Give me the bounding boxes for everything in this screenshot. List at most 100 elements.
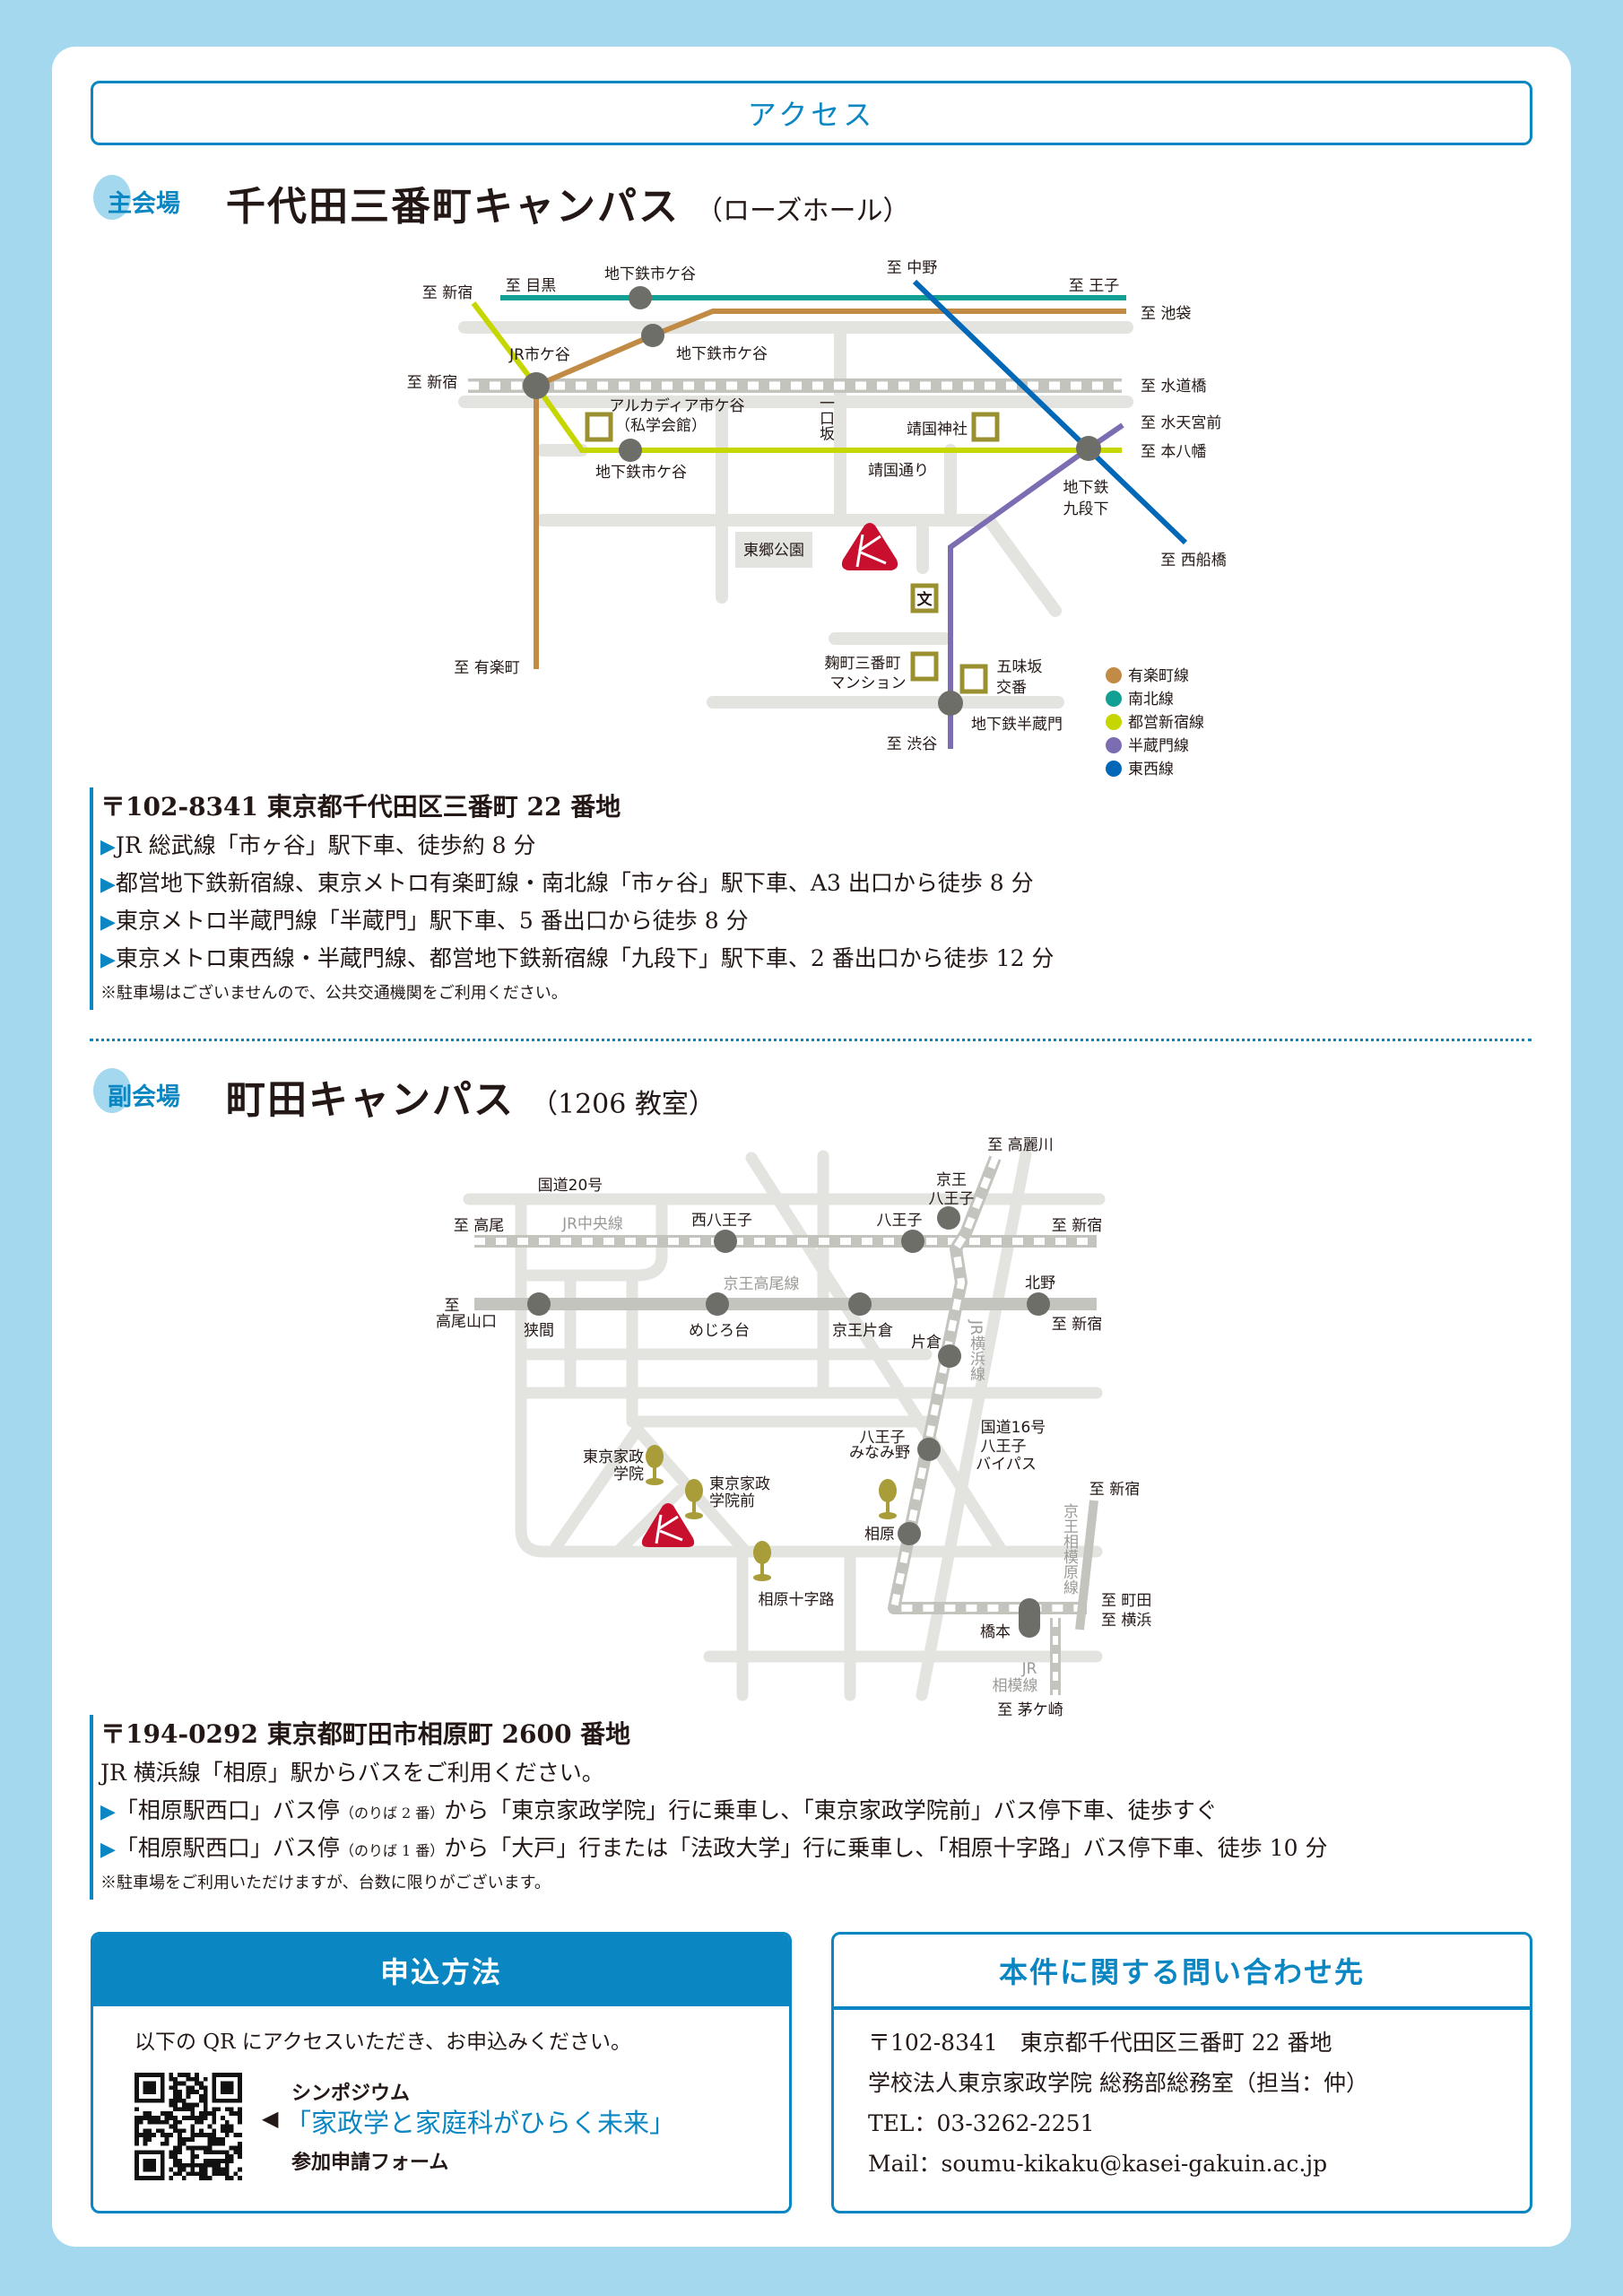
route-item: ▶東京メトロ半蔵門線「半蔵門」駅下車、5 番出口から徒歩 8 分 [100, 902, 1054, 940]
label-yasukuni-dori: 靖国通り [868, 462, 929, 480]
contact-box: 本件に関する問い合わせ先 〒102-8341 東京都千代田区三番町 22 番地 … [831, 1932, 1532, 2213]
label-gomizaka: 五味坂 [997, 658, 1043, 676]
roads [458, 321, 1133, 709]
main-venue-info: 〒102-8341 東京都千代田区三番町 22 番地 ▶JR 総武線「市ヶ谷」駅… [90, 787, 1054, 1010]
shinjuku-line [471, 301, 1122, 453]
label: 相原十字路 [759, 1591, 835, 1609]
legend-swatch [1106, 761, 1122, 777]
venue-name: 町田キャンパス [226, 1077, 515, 1123]
stations [523, 286, 1101, 716]
main-venue-badge: 主会場 [90, 175, 180, 220]
kasei-logo-icon [841, 523, 898, 570]
label: 京王 [936, 1171, 967, 1189]
hanzomon-line [948, 422, 1124, 749]
map-chiyoda: 東郷公園 文 至 新宿 至 目黒 地下鉄市ケ谷 至 中野 至 王子 至 池袋 J… [407, 259, 1227, 778]
bus-intro: JR 横浜線「相原」駅からバスをご利用ください。 [100, 1760, 604, 1786]
label: 高尾山口 [436, 1313, 497, 1331]
label-to-ikebukuro: 至 池袋 [1141, 305, 1191, 323]
label-kojimachi: 麹町三番町 [825, 655, 901, 673]
tozai-line [912, 279, 1188, 545]
station-ichigaya-yurakucho [641, 324, 664, 347]
label: 八王子 [877, 1212, 923, 1230]
label-station: 地下鉄市ケ谷 [595, 464, 687, 482]
arrow-left-icon: ◀ [262, 2106, 279, 2131]
label-to-shinjuku: 至 新宿 [422, 284, 473, 302]
label: バイパス [976, 1456, 1037, 1474]
badge-label: 副会場 [108, 1083, 180, 1111]
rail-pattern [890, 1156, 1087, 1612]
legend-swatch [1106, 667, 1122, 683]
label: 至 新宿 [1052, 1316, 1102, 1334]
label-to-shibuya: 至 渋谷 [887, 735, 937, 753]
symposium-link[interactable]: 「家政学と家庭科がひらく未来」 [285, 2108, 676, 2138]
legend-label: 東西線 [1128, 761, 1174, 778]
qr-code[interactable] [135, 2073, 242, 2180]
badge-label: 主会場 [108, 190, 180, 218]
label: 京王片倉 [832, 1322, 893, 1340]
main-venue-heading: 主会場 千代田三番町キャンパス （ローズホール） [90, 174, 910, 231]
map2-labels: 至 高麗川 国道20号 京王 八王子 至 高尾 JR中央線 西八王子 八王子 至… [436, 1136, 1151, 1719]
parking-note: ※駐車場をご利用いただけますが、台数に限りがございます。 [100, 1874, 551, 1892]
map1-labels: 至 新宿 至 目黒 地下鉄市ケ谷 至 中野 至 王子 至 池袋 JR市ケ谷 地下… [407, 259, 1227, 753]
contact-mail[interactable]: Mail：soumu-kikaku@kasei-gakuin.ac.jp [868, 2151, 1328, 2177]
route-platform: （のりば 2 番） [339, 1805, 445, 1822]
venue-name: 千代田三番町キャンパス [226, 184, 680, 230]
route-text: 「相原駅西口」バス停 [115, 1835, 340, 1861]
label: 国道20号 [538, 1177, 603, 1195]
apply-instruction: 以下の QR にアクセスいただき、お申込みください。 [135, 2031, 632, 2054]
apply-form-label: 参加申請フォーム [291, 2151, 449, 2174]
label-yasukuni-jinja: 靖国神社 [907, 421, 968, 439]
label: 京王相模原線 [1060, 1503, 1079, 1595]
route-text: から「東京家政学院」行に乗車し、「東京家政学院前」バス停下車、徒歩すぐ [444, 1797, 1218, 1823]
keio-sagamihara-line [1075, 1500, 1098, 1631]
sub-venue-info: 〒194-0292 東京都町田市相原町 2600 番地 JR 横浜線「相原」駅か… [90, 1715, 1328, 1900]
label: 狭間 [524, 1322, 554, 1340]
togo-park [735, 532, 812, 568]
legend-swatch [1106, 714, 1122, 730]
label: JR中央線 [561, 1215, 623, 1233]
map-machida: 至 高麗川 国道20号 京王 八王子 至 高尾 JR中央線 西八王子 八王子 至… [436, 1136, 1151, 1719]
contact-details: 〒102-8341 東京都千代田区三番町 22 番地 学校法人東京家政学院 総務… [868, 2022, 1368, 2184]
station-ichigaya-shinjuku [619, 439, 642, 462]
label-to-motoyawata: 至 本八幡 [1141, 443, 1206, 461]
station-ichigaya-namboku [629, 286, 652, 309]
route-text: 「相原駅西口」バス停 [115, 1797, 340, 1823]
label: 国道16号 [981, 1419, 1046, 1437]
legend-label: 半蔵門線 [1128, 737, 1189, 755]
triangle-bullet-icon: ▶ [100, 1801, 116, 1823]
label: 至 新宿 [1052, 1217, 1102, 1235]
label-togo-park: 東郷公園 [743, 542, 804, 560]
triangle-bullet-icon: ▶ [100, 836, 116, 858]
legend-label: 有楽町線 [1128, 667, 1189, 685]
label: 至 高麗川 [987, 1136, 1053, 1154]
label-kojimachi: マンション [830, 674, 907, 692]
label-shigaku: （私学会館） [615, 417, 707, 435]
contact-address: 〒102-8341 東京都千代田区三番町 22 番地 [868, 2030, 1332, 2056]
label-station: 地下鉄 [1063, 479, 1109, 497]
route-text: 東京メトロ東西線・半蔵門線、都営地下鉄新宿線「九段下」駅下車、2 番出口から徒歩… [115, 945, 1055, 971]
contact-tel[interactable]: TEL：03-3262-2251 [868, 2110, 1095, 2136]
access-title: アクセス [747, 98, 876, 132]
kasei-logo-icon [641, 1503, 695, 1547]
bus-stop-icons [646, 1445, 897, 1581]
label-to-suidobashi: 至 水道橋 [1141, 378, 1206, 396]
route-platform: （のりば 1 番） [339, 1842, 445, 1859]
label-station: 地下鉄市ケ谷 [604, 265, 696, 283]
station-hanzomon [938, 691, 963, 716]
label-to-meguro: 至 目黒 [506, 277, 556, 295]
label: 相模線 [993, 1677, 1038, 1695]
label: 京王高尾線 [724, 1275, 800, 1293]
sub-venue-heading: 副会場 町田キャンパス （1206 教室） [90, 1067, 716, 1125]
label: JR [1021, 1660, 1037, 1678]
label-to-shinjuku: 至 新宿 [407, 374, 457, 392]
contact-org: 学校法人東京家政学院 総務部総務室（担当：仲） [868, 2070, 1368, 2096]
label: 八王子 [929, 1190, 975, 1208]
label: 八王子 [981, 1438, 1027, 1456]
route-item: ▶都営地下鉄新宿線、東京メトロ有楽町線・南北線「市ヶ谷」駅下車、A3 出口から徒… [100, 865, 1054, 902]
label: 至 町田 [1101, 1592, 1151, 1610]
label-to-nishifunabashi: 至 西船橋 [1160, 552, 1226, 570]
address: 〒194-0292 東京都町田市相原町 2600 番地 [100, 1719, 631, 1749]
venue-sub: （1206 教室） [531, 1089, 716, 1120]
label-station: 地下鉄市ケ谷 [676, 345, 768, 363]
